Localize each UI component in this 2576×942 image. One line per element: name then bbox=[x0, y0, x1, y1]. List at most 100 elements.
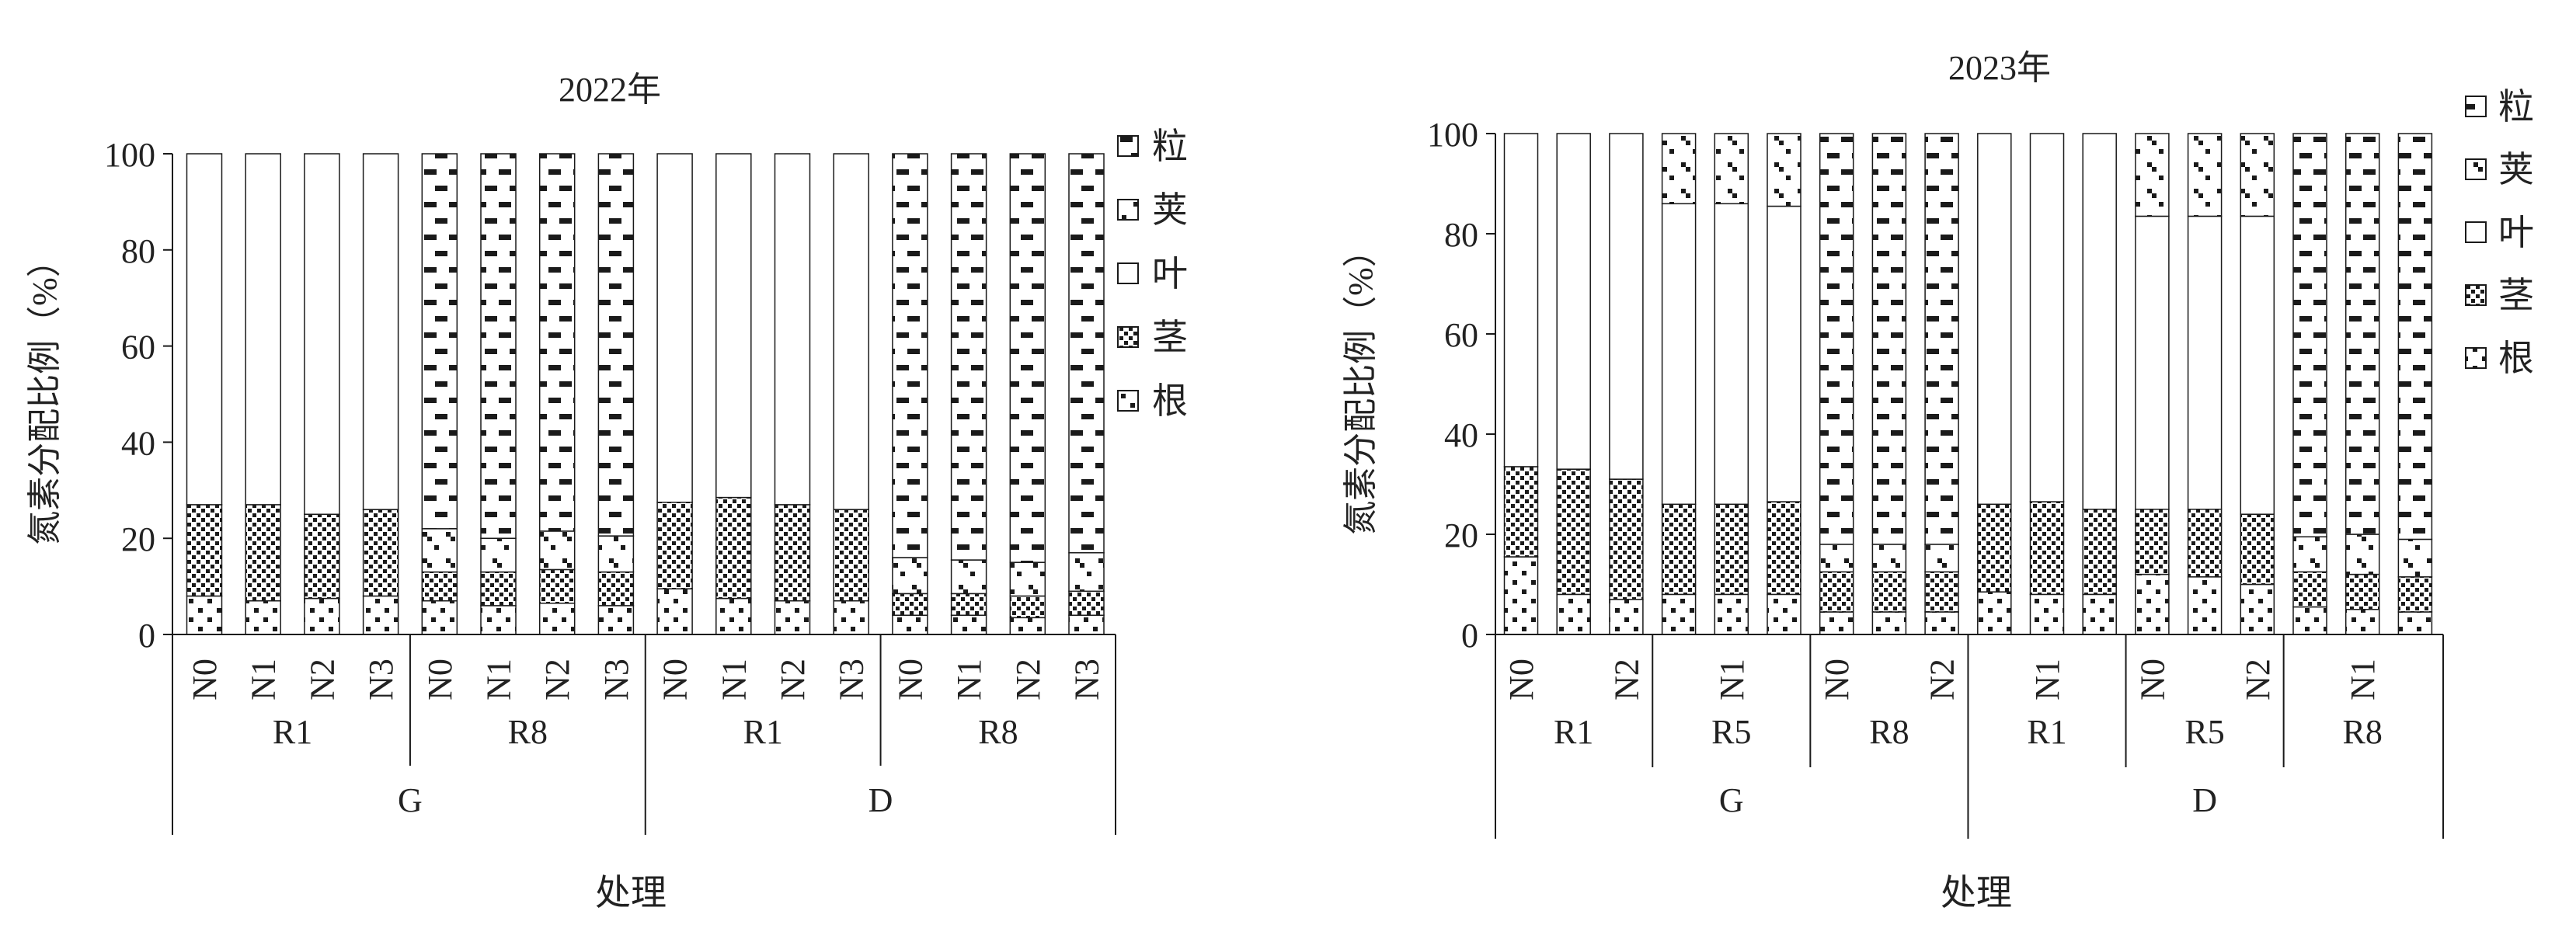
bar-segment-root bbox=[833, 600, 869, 635]
legend-swatch-grain bbox=[1117, 135, 1139, 157]
bar-segment-stem bbox=[1767, 501, 1801, 596]
category-label: N1 bbox=[2028, 659, 2066, 700]
bar-segment-grain bbox=[2292, 133, 2327, 537]
bar-segment-leaf bbox=[245, 153, 281, 506]
bar-segment-stem bbox=[1871, 571, 1907, 613]
bar-segment-grain bbox=[538, 153, 576, 532]
group-label-variety: G bbox=[398, 781, 423, 819]
bar-segment-leaf bbox=[1977, 133, 2012, 506]
bar-segment-pod bbox=[2187, 133, 2223, 217]
category-label: N2 bbox=[1923, 659, 1962, 700]
category-label: N2 bbox=[2239, 659, 2277, 700]
bar-segment-stem bbox=[1819, 571, 1854, 613]
bar-segment-leaf bbox=[656, 153, 693, 503]
bar-segment-root bbox=[1767, 593, 1801, 635]
legend-label-stem: 茎 bbox=[2498, 276, 2534, 315]
bar-segment-leaf bbox=[1503, 133, 1539, 468]
bar-segment-root bbox=[715, 597, 752, 635]
bar-segment-root bbox=[597, 605, 635, 635]
bar-segment-stem bbox=[1609, 478, 1644, 600]
bar-segment-leaf bbox=[2082, 133, 2117, 510]
category-label: N0 bbox=[2133, 659, 2171, 700]
bar-segment-pod bbox=[421, 528, 458, 573]
group-label-stage: R8 bbox=[978, 713, 1018, 751]
legend-label-leaf: 叶 bbox=[1152, 254, 1188, 294]
bar-segment-pod bbox=[950, 559, 987, 595]
bar-segment-root bbox=[362, 595, 399, 635]
category-label: N1 bbox=[480, 659, 518, 700]
bar-segment-pod bbox=[480, 537, 517, 573]
bar-segment-root bbox=[1819, 611, 1854, 635]
bar-segment-grain bbox=[2397, 133, 2433, 541]
bar-segment-pod bbox=[1714, 133, 1749, 205]
y-axis-label: 氮素分配比例（%） bbox=[26, 243, 64, 545]
category-label: N0 bbox=[186, 659, 224, 700]
legend-label-leaf: 叶 bbox=[2498, 213, 2534, 252]
bar-segment-root bbox=[421, 600, 458, 635]
bar-segment-stem bbox=[362, 509, 399, 597]
bar-segment-stem bbox=[1009, 595, 1046, 619]
legend-label-root: 根 bbox=[2498, 339, 2534, 378]
bar-segment-root bbox=[1503, 556, 1539, 635]
bar-segment-stem bbox=[538, 568, 576, 604]
y-tick-label: 40 bbox=[121, 424, 155, 462]
bar-segment-root bbox=[774, 600, 811, 635]
category-label: N2 bbox=[774, 659, 812, 700]
category-label: N1 bbox=[245, 659, 283, 700]
group-label-stage: R1 bbox=[743, 713, 782, 751]
bar-segment-root bbox=[1661, 593, 1697, 635]
bar-segment-pod bbox=[538, 530, 576, 571]
bar-segment-stem bbox=[1503, 466, 1539, 558]
bar-segment-root bbox=[2292, 606, 2327, 635]
legend-label-grain: 粒 bbox=[1152, 127, 1188, 166]
bar-segment-root bbox=[480, 605, 517, 635]
category-label: N2 bbox=[538, 659, 576, 700]
y-axis-label: 氮素分配比例（%） bbox=[1342, 233, 1380, 535]
group-label-stage: R5 bbox=[1711, 713, 1751, 751]
legend-swatch-stem bbox=[2465, 284, 2487, 306]
bar-segment-root bbox=[2029, 593, 2065, 635]
bar-segment-root bbox=[2187, 576, 2223, 635]
group-label-stage: R1 bbox=[2027, 713, 2066, 751]
legend-swatch-pod bbox=[2465, 158, 2487, 180]
bar-segment-pod bbox=[1009, 561, 1046, 597]
category-label: N3 bbox=[1068, 659, 1106, 700]
legend-label-pod: 荚 bbox=[2498, 150, 2534, 189]
bar-segment-leaf bbox=[1714, 203, 1749, 506]
legend-label-stem: 茎 bbox=[1152, 318, 1188, 357]
bar-segment-stem bbox=[1924, 571, 1959, 613]
category-label: N0 bbox=[656, 659, 694, 700]
legend-swatch-root bbox=[2465, 347, 2487, 369]
legend-label-grain: 粒 bbox=[2498, 87, 2534, 127]
bar-segment-root bbox=[656, 588, 693, 635]
bar-segment-root bbox=[538, 603, 576, 635]
bar-segment-stem bbox=[245, 504, 281, 602]
bar-segment-leaf bbox=[2029, 133, 2065, 502]
bar-segment-leaf bbox=[362, 153, 399, 510]
category-label: N2 bbox=[1009, 659, 1047, 700]
bar-segment-stem bbox=[1556, 468, 1591, 596]
bar-segment-pod bbox=[2240, 133, 2275, 217]
bar-segment-grain bbox=[2345, 133, 2380, 535]
bar-segment-stem bbox=[950, 593, 987, 616]
category-label: N1 bbox=[2344, 659, 2382, 700]
bar-segment-pod bbox=[892, 557, 928, 595]
bar-segment-root bbox=[304, 597, 340, 635]
bar-segment-root bbox=[2082, 593, 2117, 635]
x-axis-title: 处理 bbox=[595, 873, 667, 912]
category-label: N2 bbox=[303, 659, 341, 700]
bar-segment-stem bbox=[2292, 571, 2327, 608]
category-label: N2 bbox=[1607, 659, 1645, 700]
legend-swatch-root bbox=[1117, 390, 1139, 412]
bar-segment-leaf bbox=[1767, 205, 1801, 502]
bar-segment-root bbox=[1556, 593, 1591, 635]
bar-segment-root bbox=[2397, 611, 2433, 635]
bar-segment-stem bbox=[774, 504, 811, 602]
bar-segment-root bbox=[950, 614, 987, 635]
bar-segment-grain bbox=[1924, 133, 1959, 545]
y-tick-label: 100 bbox=[1427, 116, 1478, 154]
x-axis-title: 处理 bbox=[1941, 873, 2012, 912]
y-tick-label: 20 bbox=[121, 520, 155, 558]
